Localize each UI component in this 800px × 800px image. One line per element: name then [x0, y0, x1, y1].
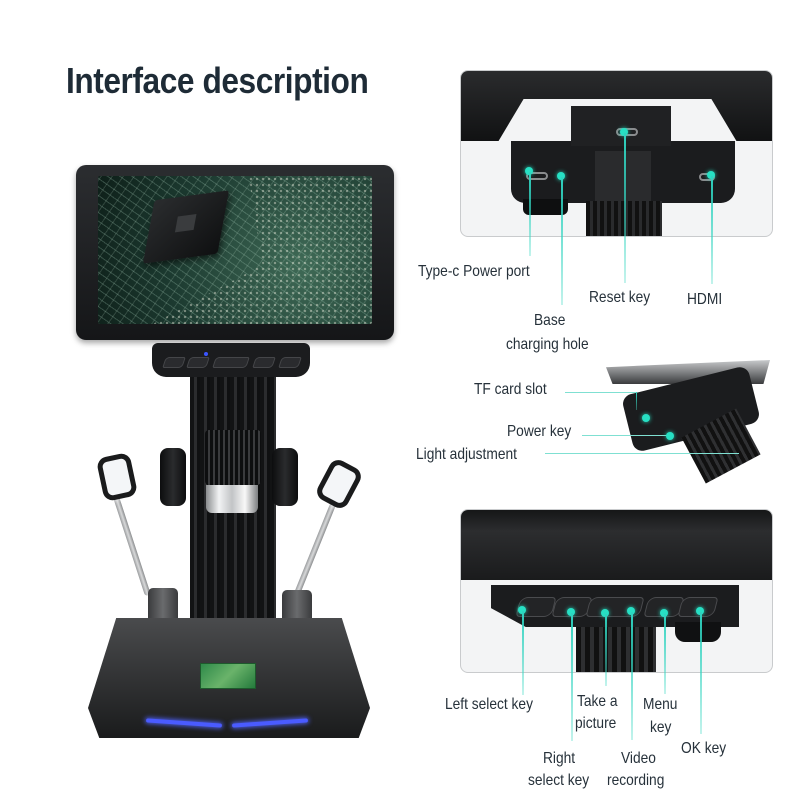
- circuit-board-pattern: [152, 176, 372, 324]
- callout-line-tf-card-drop: [636, 392, 637, 410]
- label-base-charging-line1: Base: [534, 312, 566, 329]
- focus-knob-left[interactable]: [160, 448, 186, 506]
- page-title: Interface description: [66, 60, 369, 101]
- photo-video-key[interactable]: [585, 597, 645, 617]
- callout-line-left-select: [522, 611, 524, 695]
- callout-dot-video: [627, 607, 635, 615]
- label-video-line1: Video: [621, 750, 656, 767]
- photo-video-button[interactable]: [212, 357, 250, 368]
- left-gooseneck: [111, 489, 151, 597]
- callout-line-type-c: [529, 172, 531, 256]
- chip-on-screen: [142, 190, 230, 264]
- focus-knob-right[interactable]: [272, 448, 298, 506]
- microscope-illustration: [76, 165, 394, 738]
- label-right-select-line1: Right: [543, 750, 576, 767]
- label-left-select-key: Left select key: [445, 696, 533, 713]
- callout-dot-hdmi: [707, 171, 715, 179]
- callout-dot-right-select: [567, 608, 575, 616]
- callout-dot-type-c: [525, 167, 533, 175]
- callout-dot-base-charging: [557, 172, 565, 180]
- callout-line-tf-card: [565, 392, 637, 393]
- status-led-icon: [204, 352, 208, 356]
- callout-dot-power-key: [666, 432, 674, 440]
- right-gooseneck: [291, 496, 339, 602]
- label-ok-key: OK key: [681, 740, 727, 757]
- monitor-front-edge: [461, 510, 772, 580]
- callout-dot-tf-card: [642, 414, 650, 422]
- lcd-screen: [98, 176, 372, 324]
- lens-focus-ring[interactable]: [205, 430, 261, 485]
- front-knob: [675, 622, 721, 642]
- usb-c-port-icon: [526, 172, 548, 180]
- label-video-line2: recording: [607, 772, 665, 789]
- callout-line-menu: [664, 614, 666, 694]
- callout-line-light-adjustment: [545, 453, 739, 454]
- callout-line-video: [631, 612, 633, 740]
- front-column: [576, 627, 656, 672]
- specimen-pcb: [200, 663, 256, 689]
- callout-line-hdmi: [711, 176, 713, 284]
- label-tf-card-slot: TF card slot: [474, 381, 547, 398]
- left-lamp-icon: [95, 451, 139, 503]
- callout-dot-menu: [660, 609, 668, 617]
- label-light-adjustment: Light adjustment: [416, 446, 517, 463]
- callout-dot-ok: [696, 607, 704, 615]
- right-lamp-icon: [313, 456, 365, 512]
- callout-line-right-select: [571, 613, 573, 741]
- label-hdmi: HDMI: [687, 291, 723, 308]
- callout-dot-reset: [620, 128, 628, 136]
- label-base-charging-line2: charging hole: [506, 336, 589, 353]
- center-block: [571, 106, 671, 146]
- callout-dot-take-picture: [601, 609, 609, 617]
- mount-bracket: [595, 151, 651, 206]
- callout-line-reset: [624, 133, 626, 283]
- label-right-select-line2: select key: [528, 772, 590, 789]
- callout-line-base-charging: [561, 177, 563, 305]
- label-take-picture-line2: picture: [575, 715, 617, 732]
- callout-line-power-key: [582, 435, 668, 436]
- chip-marking: [174, 214, 197, 233]
- front-keys-panel: [460, 509, 773, 673]
- callout-dot-left-select: [518, 606, 526, 614]
- callout-line-ok: [700, 612, 702, 734]
- label-take-picture-line1: Take a: [577, 693, 618, 710]
- knob-top: [523, 199, 568, 215]
- label-reset-key: Reset key: [589, 289, 651, 306]
- label-menu-line2: key: [650, 719, 672, 736]
- label-power-key: Power key: [507, 423, 572, 440]
- callout-line-take-picture: [605, 614, 607, 686]
- rear-ports-panel: [460, 70, 773, 237]
- lens-glass: [206, 485, 258, 513]
- label-type-c-power-port: Type-c Power port: [418, 263, 530, 280]
- label-menu-line1: Menu: [643, 696, 678, 713]
